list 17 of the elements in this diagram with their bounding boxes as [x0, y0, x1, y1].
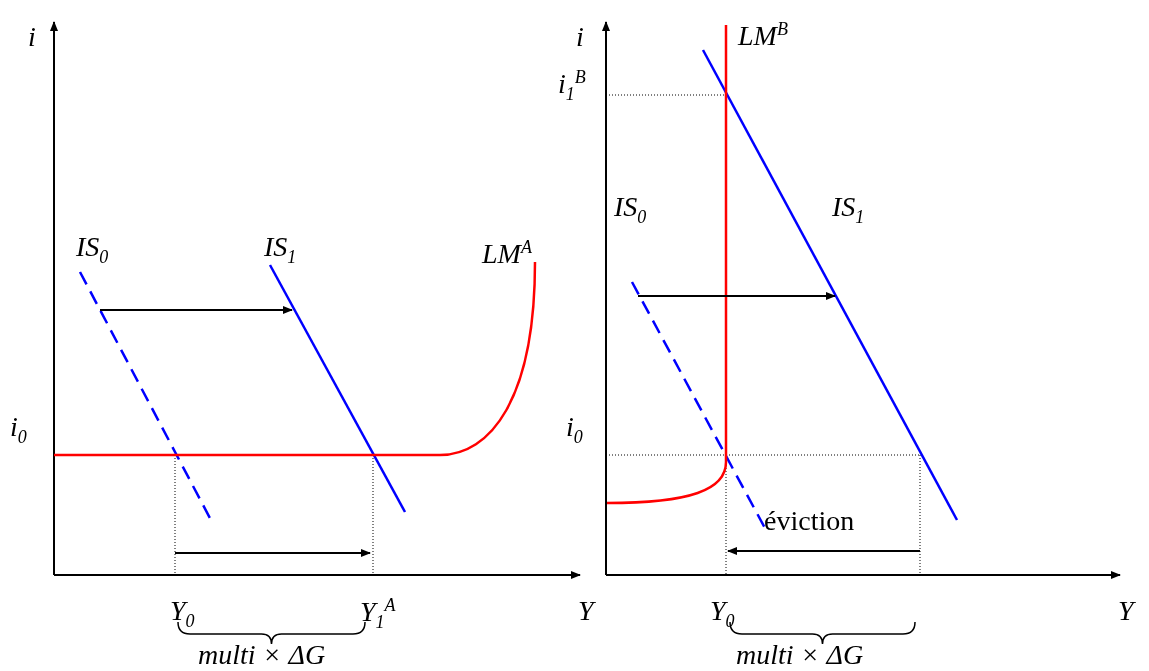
curve-label: LM$^{A}$ — [482, 236, 532, 270]
axis-label: Y — [578, 596, 594, 626]
curve-label: IS$_{0}$ — [76, 232, 109, 269]
annotation-label: multi × ΔG — [198, 640, 326, 670]
annotation-label: éviction — [764, 506, 855, 536]
curve-label: LM$^{B}$ — [738, 18, 788, 52]
curve-label: IS$_{1}$ — [832, 192, 865, 229]
axis-label: Y — [1118, 596, 1134, 626]
axis-label: i — [28, 22, 36, 52]
annotation-label: multi × ΔG — [736, 640, 864, 670]
curve-label: IS$_{0}$ — [614, 192, 647, 229]
axis-label: i — [576, 22, 584, 52]
axis-label: i$_{0}$ — [566, 412, 583, 449]
tick-label: Y$_{0}$ — [710, 596, 735, 633]
tick-label: Y$_{0}$ — [170, 596, 195, 633]
curve-label: IS$_{1}$ — [264, 232, 297, 269]
axis-label: i$_{0}$ — [10, 412, 27, 449]
